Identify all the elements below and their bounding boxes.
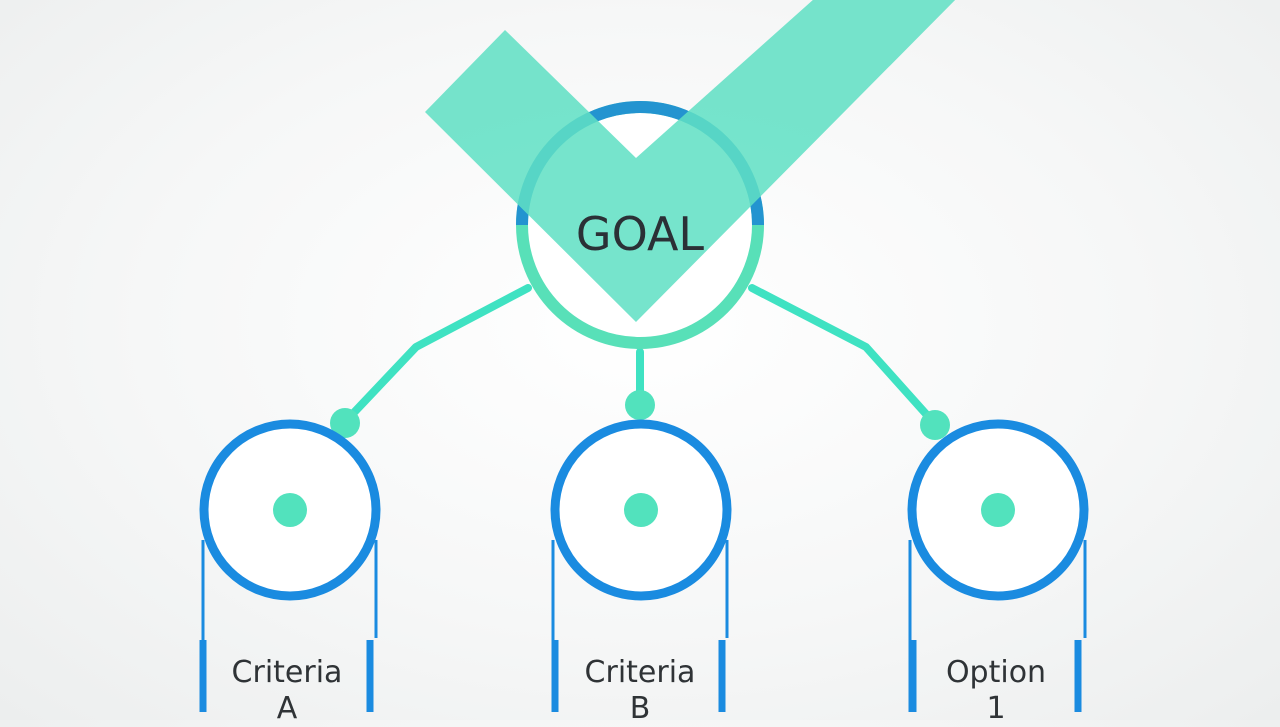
node-dot	[981, 493, 1015, 527]
connector-dot-right	[920, 410, 950, 440]
node-criteria-a	[199, 419, 381, 712]
connector-dot-left	[330, 408, 360, 438]
connector-dot-middle	[625, 390, 655, 420]
connector-dots	[330, 390, 950, 440]
checkmark-icon	[425, 0, 956, 322]
connector-right	[748, 284, 939, 428]
node-dot	[624, 493, 658, 527]
node-label-criteria-b: Criteria B	[584, 655, 696, 726]
node-criteria-b	[550, 419, 732, 712]
node-dot	[273, 493, 307, 527]
node-label-option-1: Option 1	[945, 655, 1047, 726]
connector-left	[341, 284, 532, 426]
node-label-criteria-a: Criteria A	[231, 655, 343, 726]
node-option-1	[907, 419, 1089, 712]
goal-label: GOAL	[575, 207, 705, 261]
